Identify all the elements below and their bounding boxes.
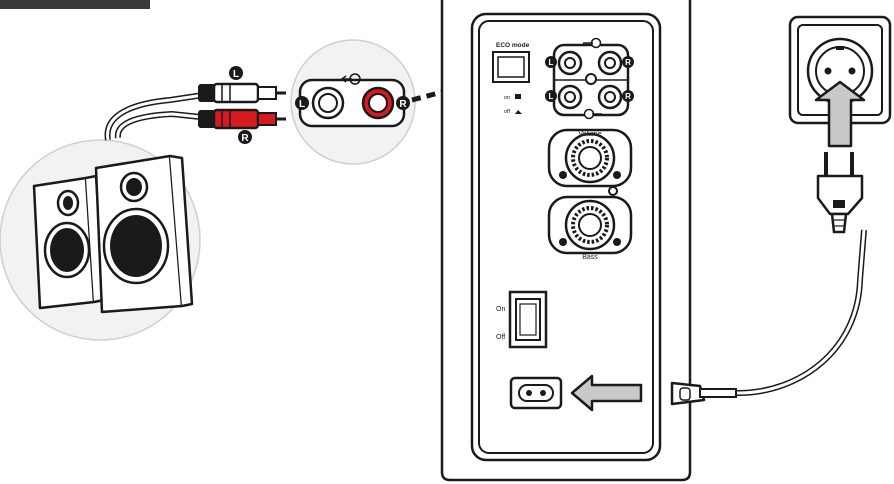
jack-label-left-out: L [549,92,554,101]
eco-on-icon [515,94,521,99]
eco-off-icon [515,110,522,114]
svg-text:L: L [233,69,239,80]
eco-mode-label: ECO mode [496,42,530,49]
bass-label: Bass [582,254,598,261]
volume-knob[interactable] [547,128,633,188]
wall-outlet [788,15,892,125]
eco-off-label: off [504,109,510,115]
bass-knob[interactable] [547,195,633,255]
volume-label: Volume [578,131,601,138]
power-on-label: On [496,306,505,313]
wall-plug [816,152,864,234]
eco-on-label: on [504,95,510,101]
insert-arrow-outlet [814,80,866,148]
input-zoom: L R [290,39,416,165]
zoom-label-left: L [299,99,305,110]
audio-input-icon [340,73,361,85]
power-switch[interactable] [508,290,548,349]
left-speaker [32,174,106,310]
header-bar [0,0,150,9]
rca-plug-right [198,108,286,130]
audio-input-icon [583,37,602,49]
zoom-label-right: R [399,99,407,110]
rca-cable: L R [104,66,286,144]
speakers-group [0,139,201,341]
power-socket[interactable] [509,376,563,410]
insert-arrow-socket [570,374,643,412]
jack-label-right-out: R [625,92,631,101]
svg-text:R: R [241,133,249,144]
rca-plug-left [198,82,286,104]
jack-label-left-in: L [549,58,554,67]
power-off-label: Off [496,334,505,341]
jack-label-right-in: R [625,58,631,67]
plug-badge-right: R [238,130,252,144]
power-cable [670,152,867,406]
back-panel: ECO mode on off L R L R [440,0,692,482]
iec-connector [670,381,737,406]
status-led [608,186,618,196]
plug-badge-left: L [229,66,243,80]
audio-output-icon [583,108,602,120]
right-speaker [94,154,194,314]
